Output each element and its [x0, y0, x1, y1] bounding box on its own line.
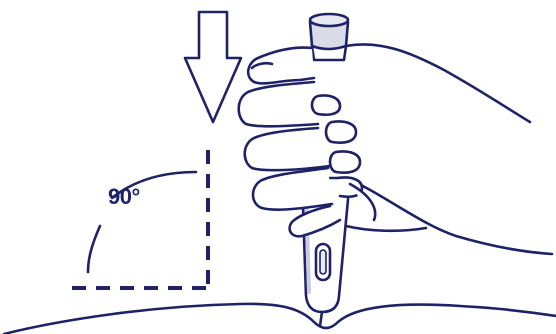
down-arrow-icon [185, 12, 241, 122]
angle-arc-lower [88, 226, 100, 272]
right-angle-marker [72, 150, 208, 288]
angle-label: 90° [108, 184, 140, 210]
skin-surface [4, 304, 556, 334]
hand [239, 44, 552, 254]
